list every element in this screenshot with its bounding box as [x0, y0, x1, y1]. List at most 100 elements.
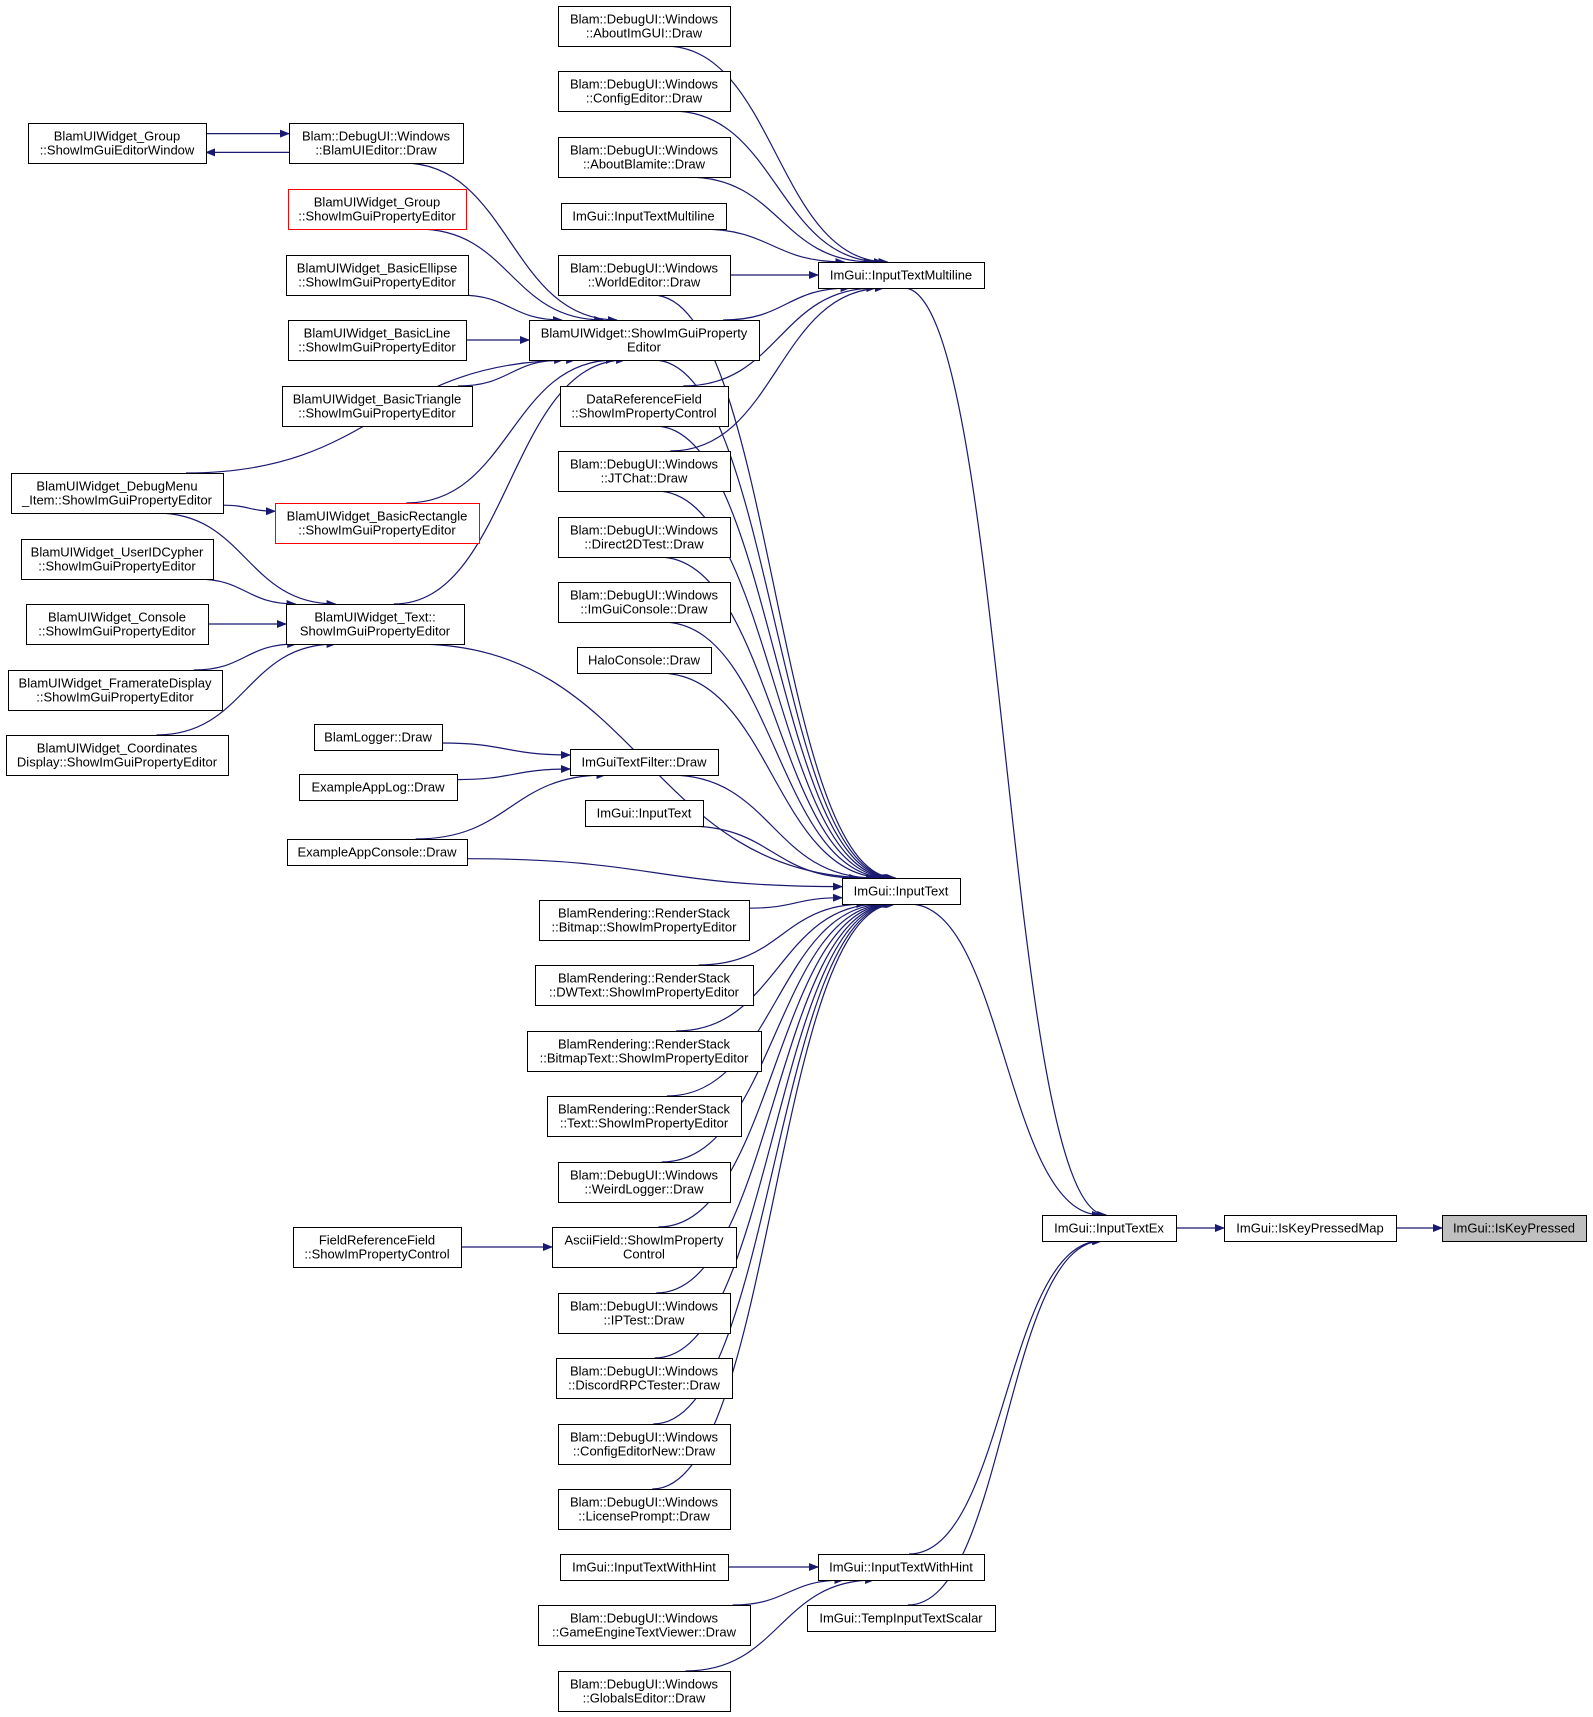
node-coords[interactable]: BlamUIWidget_CoordinatesDisplay::ShowImG… — [6, 735, 229, 776]
node-box — [558, 1162, 731, 1203]
node-label-line: ::ShowImGuiPropertyEditor — [36, 690, 194, 705]
node-imguiconsole[interactable]: Blam::DebugUI::Windows::ImGuiConsole::Dr… — [558, 582, 731, 623]
node-framerate[interactable]: BlamUIWidget_FramerateDisplay::ShowImGui… — [8, 670, 223, 711]
edge-asciifield-to-inputtext — [658, 900, 893, 1228]
node-triangle[interactable]: BlamUIWidget_BasicTriangle::ShowImGuiPro… — [282, 386, 473, 427]
node-label-line: ::IPTest::Draw — [604, 1313, 686, 1328]
node-gameengine[interactable]: Blam::DebugUI::Windows::GameEngineTextVi… — [538, 1605, 751, 1646]
edge-aboutimgui-to-itm — [664, 45, 889, 266]
node-dataref[interactable]: DataReferenceField::ShowImPropertyContro… — [560, 386, 729, 427]
node-debugmenu[interactable]: BlamUIWidget_DebugMenu_Item::ShowImGuiPr… — [11, 473, 224, 514]
node-grp_window[interactable]: BlamUIWidget_Group::ShowImGuiEditorWindo… — [28, 123, 207, 164]
edge-appconsole-to-textfilter — [415, 771, 607, 840]
node-label-line: BlamUIWidget_Text:: — [314, 610, 435, 625]
node-itm[interactable]: ImGui::InputTextMultiline — [818, 262, 985, 289]
node-tempscalar[interactable]: ImGui::TempInputTextScalar — [807, 1605, 996, 1632]
node-inputtext[interactable]: ImGui::InputText — [842, 878, 961, 905]
node-box — [807, 1605, 996, 1632]
edge-framerate-to-text_widget — [193, 640, 298, 671]
edge-haloconsole-to-inputtext — [658, 672, 888, 882]
node-rs_bitmaptext[interactable]: BlamRendering::RenderStack::BitmapText::… — [527, 1031, 762, 1072]
node-label-line: BlamUIWidget_FramerateDisplay — [19, 676, 212, 691]
edge-useridcypher-to-text_widget — [196, 578, 297, 608]
node-asciifield[interactable]: AsciiField::ShowImPropertyControl — [552, 1227, 737, 1268]
node-aboutblamite[interactable]: Blam::DebugUI::Windows::AboutBlamite::Dr… — [558, 137, 731, 178]
node-license[interactable]: Blam::DebugUI::Windows::LicensePrompt::D… — [558, 1489, 731, 1530]
node-iskeypressed[interactable]: ImGui::IsKeyPressed — [1442, 1215, 1587, 1242]
edge-rs_dwtext-to-inputtext — [698, 900, 867, 966]
node-label-line: Blam::DebugUI::Windows — [570, 523, 719, 538]
node-label-line: Blam::DebugUI::Windows — [570, 1495, 719, 1510]
edge-dataref-to-itm — [683, 284, 877, 387]
node-uieditor[interactable]: Blam::DebugUI::Windows::BlamUIEditor::Dr… — [289, 123, 464, 164]
node-label-line: ImGui::InputTextMultiline — [572, 209, 714, 224]
node-label-line: ::ShowImGuiPropertyEditor — [38, 559, 196, 574]
node-weirdlogger[interactable]: Blam::DebugUI::Windows::WeirdLogger::Dra… — [558, 1162, 731, 1203]
node-box — [293, 1227, 462, 1268]
node-applog[interactable]: ExampleAppLog::Draw — [299, 774, 458, 801]
node-box — [1224, 1215, 1397, 1242]
node-widget_prop[interactable]: BlamUIWidget::ShowImGuiPropertyEditor — [529, 320, 760, 361]
node-itwh[interactable]: ImGui::InputTextWithHint — [818, 1554, 985, 1581]
node-worldeditor[interactable]: Blam::DebugUI::Windows::WorldEditor::Dra… — [558, 255, 731, 296]
node-rs_bitmap[interactable]: BlamRendering::RenderStack::Bitmap::Show… — [539, 900, 750, 941]
node-label-line: ::AboutBlamite::Draw — [583, 157, 706, 172]
edge-ellipse-to-widget_prop — [459, 294, 563, 324]
node-discord[interactable]: Blam::DebugUI::Windows::DiscordRPCTester… — [556, 1358, 733, 1399]
node-iskeypressedmap[interactable]: ImGui::IsKeyPressedMap — [1224, 1215, 1397, 1242]
node-inputtextex[interactable]: ImGui::InputTextEx — [1042, 1215, 1177, 1242]
node-label-line: HaloConsole::Draw — [588, 653, 701, 668]
node-box — [1442, 1215, 1587, 1242]
node-ellipse[interactable]: BlamUIWidget_BasicEllipse::ShowImGuiProp… — [286, 255, 469, 296]
node-line[interactable]: BlamUIWidget_BasicLine::ShowImGuiPropert… — [288, 320, 467, 361]
node-rectangle[interactable]: BlamUIWidget_BasicRectangle::ShowImGuiPr… — [275, 503, 480, 544]
node-label-line: ::BitmapText::ShowImPropertyEditor — [540, 1051, 749, 1066]
node-grp_prop[interactable]: BlamUIWidget_Group::ShowImGuiPropertyEdi… — [288, 189, 467, 230]
node-iptest[interactable]: Blam::DebugUI::Windows::IPTest::Draw — [558, 1293, 731, 1334]
node-rs_dwtext[interactable]: BlamRendering::RenderStack::DWText::Show… — [535, 965, 754, 1006]
node-textfilter[interactable]: ImGuiTextFilter::Draw — [570, 749, 719, 776]
node-rs_text[interactable]: BlamRendering::RenderStack::Text::ShowIm… — [547, 1096, 742, 1137]
node-inputtext_left[interactable]: ImGui::InputText — [585, 800, 704, 827]
node-label-line: ::ConfigEditorNew::Draw — [573, 1444, 716, 1459]
node-jtchat[interactable]: Blam::DebugUI::Windows::JTChat::Draw — [558, 451, 731, 492]
node-direct2d[interactable]: Blam::DebugUI::Windows::Direct2DTest::Dr… — [558, 517, 731, 558]
edge-widget_prop-to-itm — [723, 284, 851, 321]
node-label-line: BlamLogger::Draw — [324, 730, 432, 745]
node-text_widget[interactable]: BlamUIWidget_Text::ShowImGuiPropertyEdit… — [286, 604, 465, 645]
node-box — [577, 647, 712, 674]
node-label-line: ImGui::InputTextWithHint — [572, 1560, 716, 1575]
edge-textfilter-to-inputtext — [669, 774, 877, 882]
node-box — [570, 749, 719, 776]
node-console_widget[interactable]: BlamUIWidget_Console::ShowImGuiPropertyE… — [26, 604, 209, 645]
node-useridcypher[interactable]: BlamUIWidget_UserIDCypher::ShowImGuiProp… — [21, 539, 214, 580]
node-globals[interactable]: Blam::DebugUI::Windows::GlobalsEditor::D… — [558, 1671, 731, 1712]
edge-debugmenu-to-text_widget — [156, 512, 337, 608]
node-label-line: BlamUIWidget_BasicTriangle — [293, 392, 462, 407]
node-label-line: Editor — [627, 340, 662, 355]
node-box — [288, 189, 467, 230]
node-configeditornew[interactable]: Blam::DebugUI::Windows::ConfigEditorNew:… — [558, 1424, 731, 1465]
node-label-line: BlamUIWidget_Group — [54, 129, 180, 144]
node-box — [289, 123, 464, 164]
node-label-line: BlamUIWidget_DebugMenu — [36, 479, 197, 494]
node-box — [21, 539, 214, 580]
node-label-line: ::ShowImGuiPropertyEditor — [298, 209, 456, 224]
node-appconsole[interactable]: ExampleAppConsole::Draw — [287, 839, 468, 866]
edge-rs_bitmap-to-inputtext — [748, 893, 843, 909]
edge-rs_bitmaptext-to-inputtext — [676, 900, 882, 1032]
node-haloconsole[interactable]: HaloConsole::Draw — [577, 647, 712, 674]
node-blamlogger[interactable]: BlamLogger::Draw — [314, 724, 443, 751]
node-itm_left[interactable]: ImGui::InputTextMultiline — [561, 203, 727, 230]
node-configeditor[interactable]: Blam::DebugUI::Windows::ConfigEditor::Dr… — [558, 71, 731, 112]
edge-applog-to-textfilter — [456, 765, 571, 781]
node-label-line: ImGuiTextFilter::Draw — [582, 755, 708, 770]
node-box — [558, 582, 731, 623]
node-box — [818, 1554, 985, 1581]
node-box — [535, 965, 754, 1006]
node-label-line: ExampleAppConsole::Draw — [298, 845, 458, 860]
node-itwh_left[interactable]: ImGui::InputTextWithHint — [560, 1554, 729, 1581]
node-aboutimgui[interactable]: Blam::DebugUI::Windows::AboutImGUI::Draw — [558, 6, 731, 47]
node-label-line: ::JTChat::Draw — [601, 471, 688, 486]
node-fieldref[interactable]: FieldReferenceField::ShowImPropertyContr… — [293, 1227, 462, 1268]
